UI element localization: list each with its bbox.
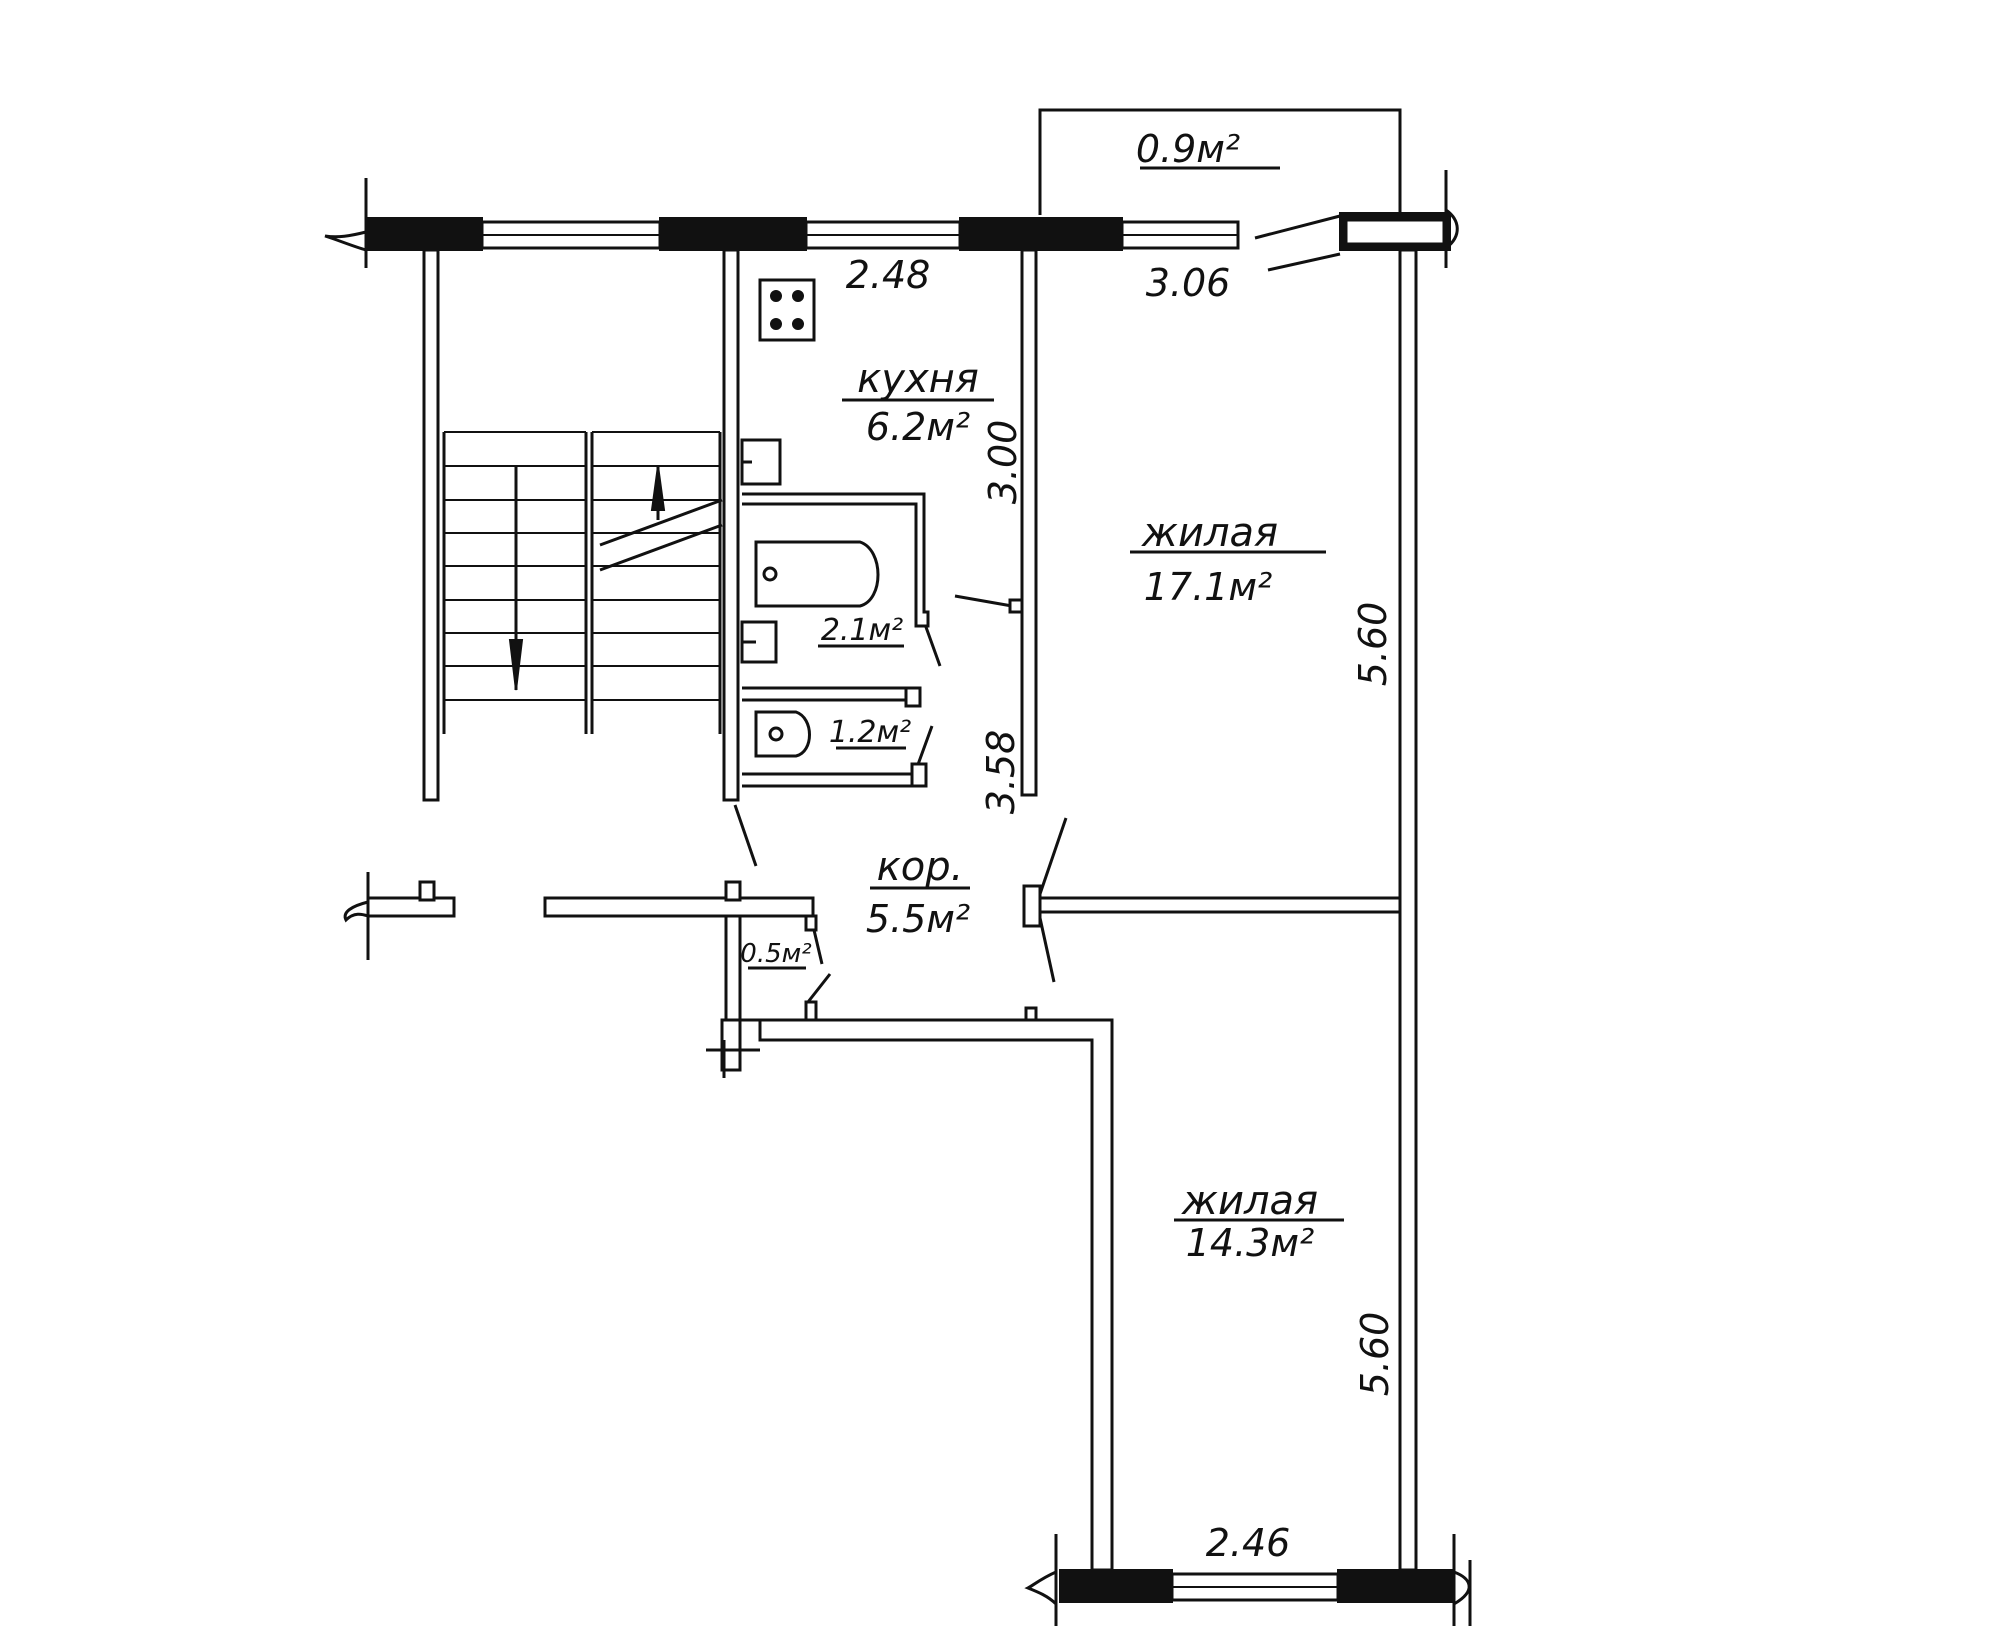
balcony-area: 0.9м² [1136,127,1240,171]
bathroom-area: 2.1м² [821,613,903,648]
dim-living-south-length: 5.60 [1353,1312,1397,1397]
corridor-label: кор. 5.5м² [866,844,970,941]
stove-icon [758,278,816,342]
toilet-walls [742,686,928,788]
living-north-name: жилая [1141,510,1278,556]
living-south-name: жилая [1181,1178,1318,1224]
balcony-label: 0.9м² [1136,127,1280,171]
toilet-area: 1.2м² [829,715,911,750]
dim-living-north-width: 3.06 [1146,261,1231,305]
bathroom-sink-icon [740,620,778,664]
balcony [1038,108,1402,215]
living-north-label: жилая 17.1м² [1130,510,1326,609]
bathroom-walls [742,492,930,628]
south-exterior-wall [1024,1534,1472,1626]
corridor-area: 5.5м² [866,897,970,941]
kitchen-label: кухня 6.2м² [842,356,994,449]
living-south-area: 14.3м² [1186,1221,1315,1265]
dim-living-south-width: 2.46 [1206,1521,1291,1565]
bathroom-label: 2.1м² [818,613,904,648]
dim-kitchen-length: 3.00 [981,420,1025,505]
closet-label: 0.5м² [740,939,812,970]
toilet-label: 1.2м² [829,715,911,750]
dim-living-north-length: 5.60 [1351,602,1395,687]
toilet-icon [754,710,811,758]
corridor-name: кор. [877,844,964,890]
door-swings [733,594,1068,1003]
kitchen-sink-icon [740,438,782,486]
kitchen-area: 6.2м² [866,405,970,449]
bathtub-icon [754,540,880,608]
living-south-label: жилая 14.3м² [1174,1178,1344,1265]
closet-area: 0.5м² [740,939,811,969]
living-north-area: 17.1м² [1144,565,1273,609]
dim-corridor-length: 3.58 [979,730,1023,815]
kitchen-name: кухня [857,356,979,402]
staircase [442,431,723,734]
north-exterior-wall [324,170,1459,272]
dim-kitchen-width: 2.48 [846,253,931,297]
